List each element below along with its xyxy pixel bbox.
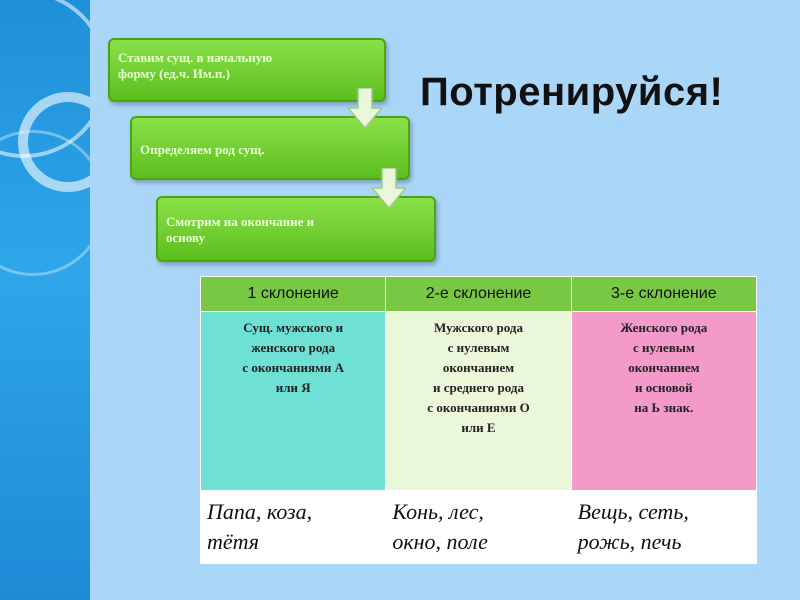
description-line: с окончаниями А bbox=[242, 360, 344, 375]
description-line: и основой bbox=[635, 380, 693, 395]
column-header: 2-е склонение bbox=[385, 276, 572, 312]
example-line: окно, поле bbox=[392, 529, 488, 554]
down-arrow-icon bbox=[372, 168, 406, 208]
description-cell: Мужского рода с нулевым окончанием и сре… bbox=[385, 311, 572, 491]
example-cell: Вещь, сеть, рожь, печь bbox=[570, 490, 758, 564]
example-line: Конь, лес, bbox=[392, 499, 484, 524]
description-line: окончанием bbox=[442, 360, 515, 375]
left-decorative-strip bbox=[0, 0, 90, 600]
example-line: Папа, коза, bbox=[207, 499, 313, 524]
down-arrow-icon bbox=[348, 88, 382, 128]
description-cell: Женского рода с нулевым окончанием и осн… bbox=[570, 311, 758, 491]
step-box-1: Ставим сущ. в начальную форму (ед.ч. Им.… bbox=[108, 38, 386, 102]
step-text: Определяем род сущ. bbox=[140, 142, 265, 157]
table-row: Сущ. мужского и женского рода с окончани… bbox=[199, 311, 758, 491]
description-line: на Ь знак. bbox=[634, 400, 694, 415]
description-line: Мужского рода bbox=[434, 320, 523, 335]
description-cell: Сущ. мужского и женского рода с окончани… bbox=[199, 311, 387, 491]
description-line: окончанием bbox=[628, 360, 700, 375]
step-text: основу bbox=[166, 230, 206, 245]
step-text: форму (ед.ч. Им.п.) bbox=[118, 66, 231, 81]
example-cell: Папа, коза, тётя bbox=[199, 490, 387, 564]
column-header: 1 склонение bbox=[199, 276, 387, 312]
description-line: с нулевым bbox=[632, 340, 695, 355]
description-line: и среднего рода bbox=[433, 380, 524, 395]
description-line: Женского рода bbox=[620, 320, 708, 335]
step-text: Смотрим на окончание и bbox=[166, 214, 315, 229]
description-line: или Е bbox=[461, 420, 496, 435]
example-cell: Конь, лес, окно, поле bbox=[385, 490, 572, 564]
decorative-ring bbox=[0, 130, 90, 276]
description-line: или Я bbox=[275, 380, 311, 395]
example-line: рожь, печь bbox=[577, 529, 682, 554]
declension-table: 1 склонение 2-е склонение 3-е склонение … bbox=[199, 276, 758, 564]
table-row: Папа, коза, тётя Конь, лес, окно, поле В… bbox=[199, 490, 758, 564]
description-line: женского рода bbox=[251, 340, 336, 355]
table-header-row: 1 склонение 2-е склонение 3-е склонение bbox=[199, 276, 758, 312]
description-line: Сущ. мужского и bbox=[243, 320, 344, 335]
example-line: тётя bbox=[207, 529, 260, 554]
description-line: с окончаниями О bbox=[427, 400, 530, 415]
step-text: Ставим сущ. в начальную bbox=[118, 50, 273, 65]
slide-title: Потренируйся! bbox=[420, 70, 724, 114]
description-line: с нулевым bbox=[447, 340, 510, 355]
column-header: 3-е склонение bbox=[570, 276, 758, 312]
example-line: Вещь, сеть, bbox=[577, 499, 689, 524]
